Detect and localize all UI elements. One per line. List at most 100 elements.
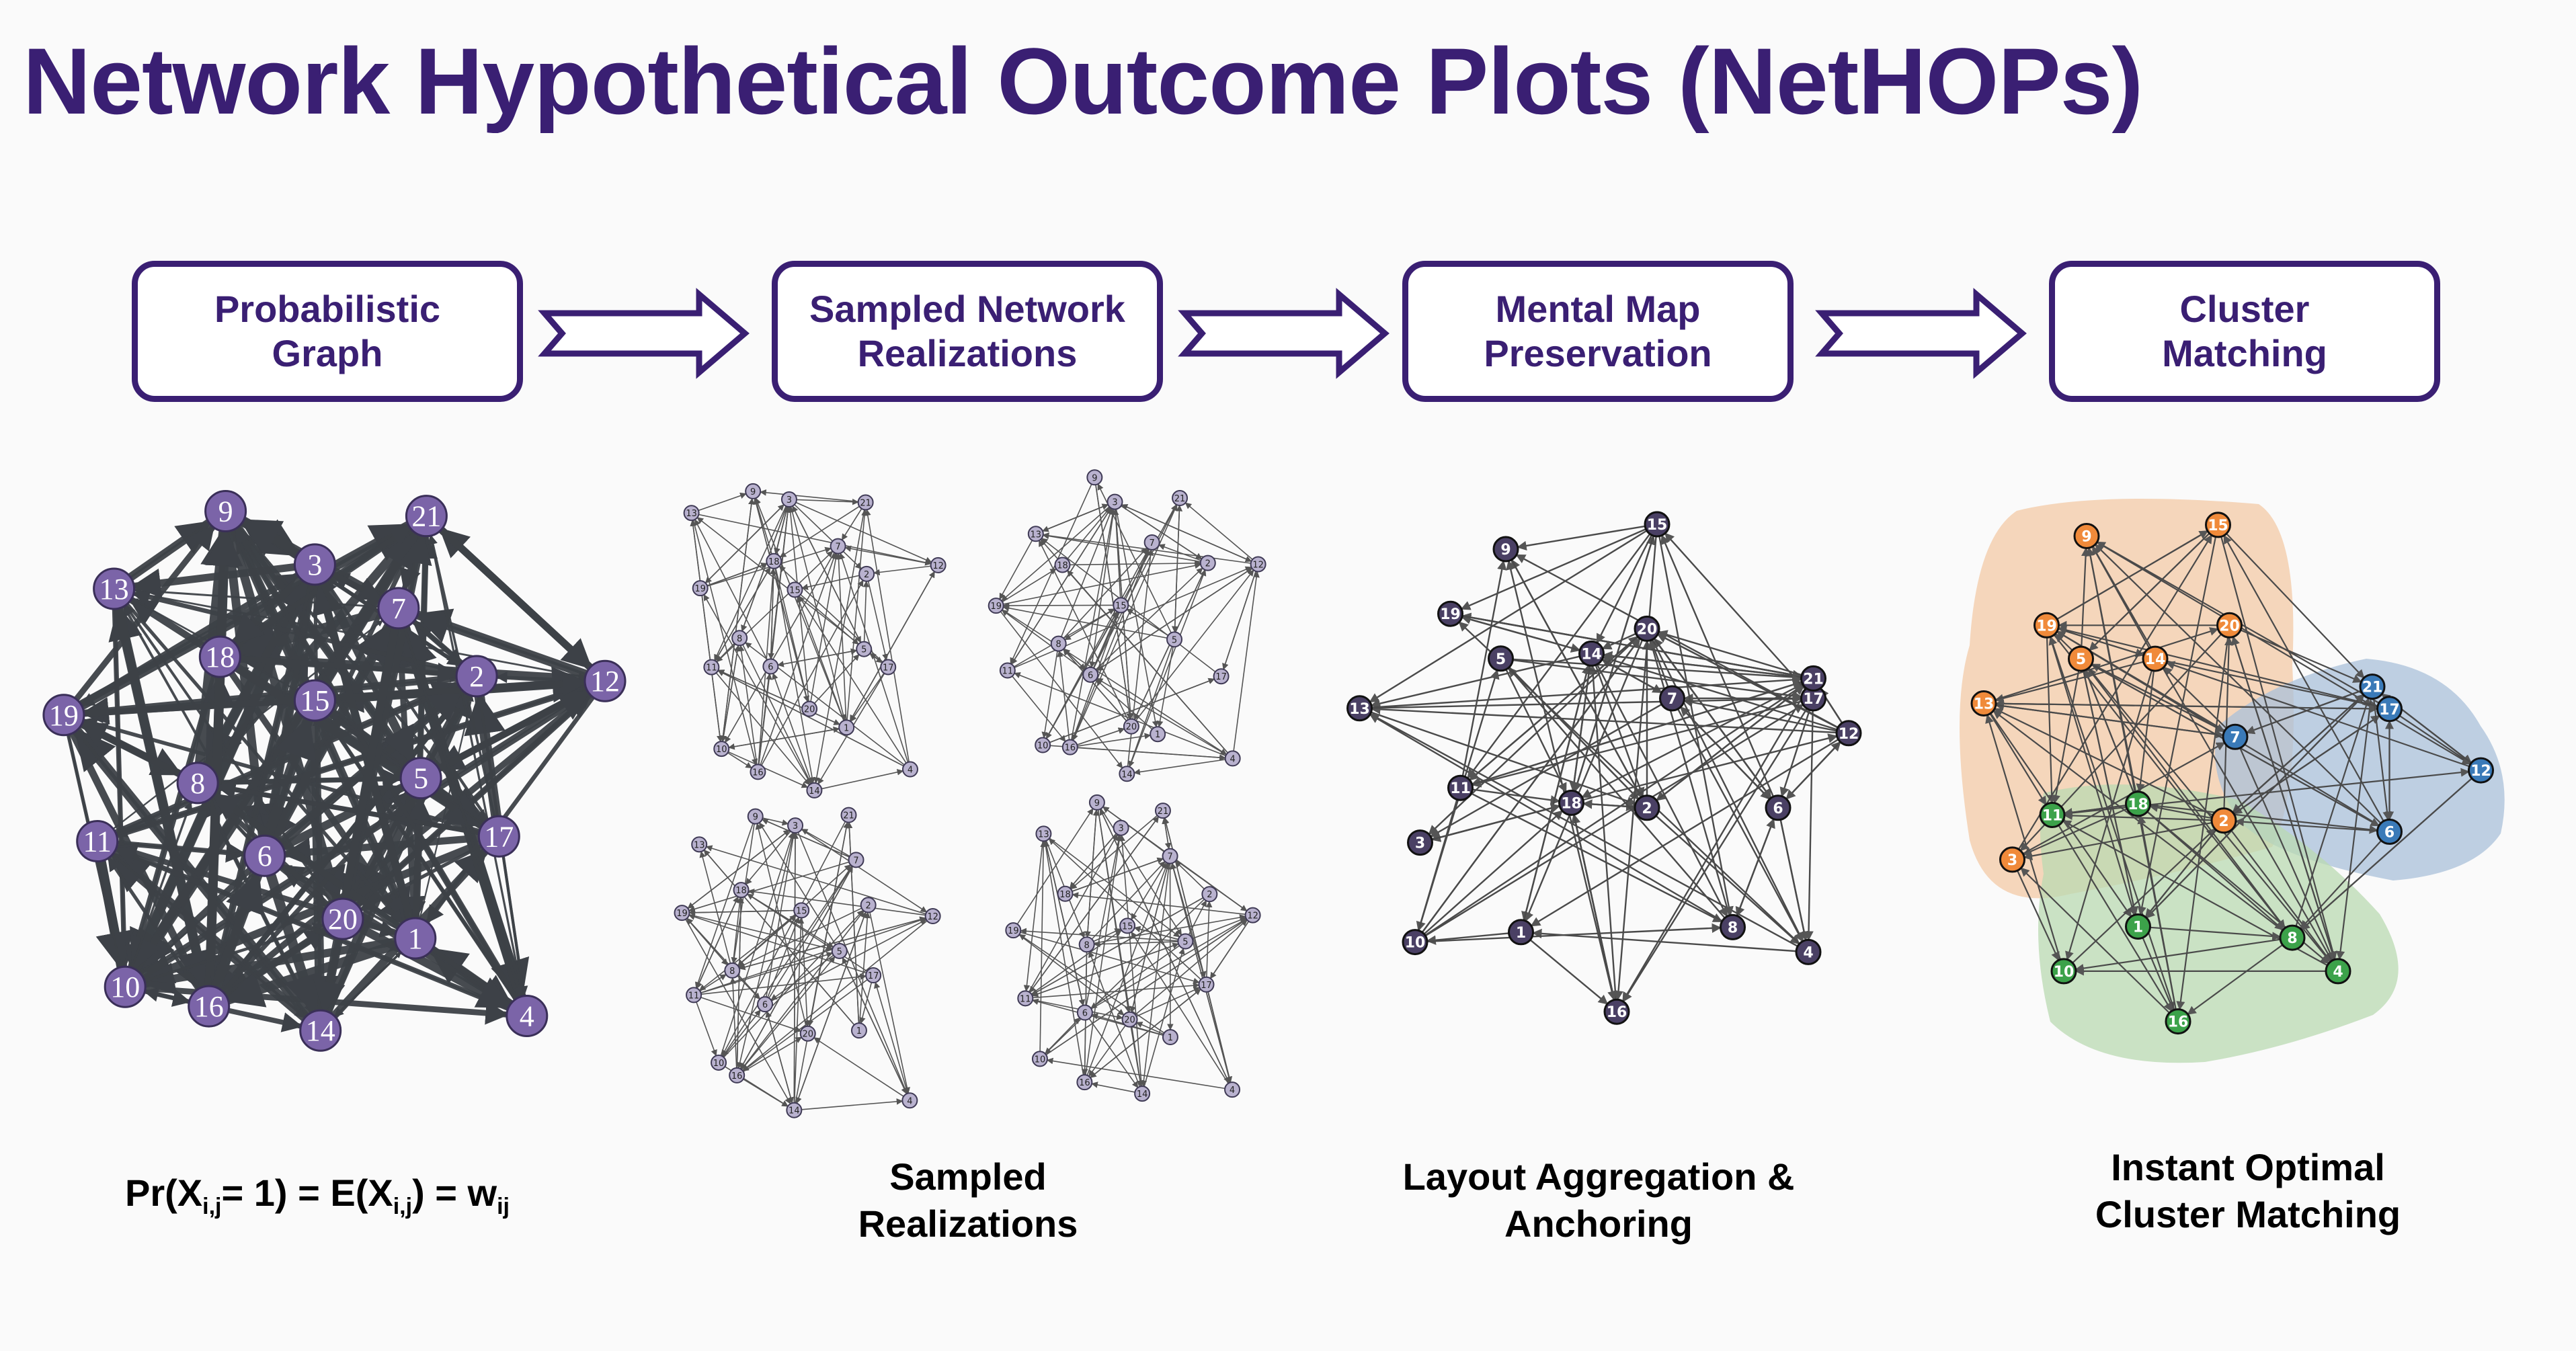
anchored-edge	[1648, 639, 1730, 916]
sampled-edge	[754, 497, 844, 721]
cluster-edge	[1989, 713, 2047, 806]
node-12	[1835, 720, 1862, 747]
sampled-edge	[694, 823, 754, 989]
node-2	[1201, 886, 1218, 903]
node-label-19: 19	[2036, 618, 2057, 634]
sampled-edge	[1045, 548, 1150, 739]
sampled-edge	[850, 673, 885, 723]
node-3	[1407, 829, 1433, 856]
anchored-edge	[1371, 704, 1837, 734]
node-18	[198, 635, 241, 678]
node-17	[1213, 668, 1230, 685]
sampled-edge	[737, 864, 852, 967]
node-4	[1224, 1081, 1241, 1098]
sampled-edge	[1090, 918, 1247, 1010]
anchored-edge	[1423, 810, 1564, 935]
caption-line: Realizations	[858, 1202, 1078, 1245]
node-label-3: 3	[307, 548, 322, 581]
sampled-edge	[790, 506, 847, 721]
node-9	[2073, 523, 2100, 549]
node-label-3: 3	[1118, 824, 1123, 834]
node-label-16: 16	[1065, 743, 1076, 753]
node-label-14: 14	[789, 1106, 800, 1116]
sampled-edge	[721, 821, 846, 1057]
anchored-edge	[1582, 799, 1636, 809]
node-7	[830, 538, 846, 555]
node-11	[1447, 774, 1474, 801]
cluster-edge	[2136, 670, 2155, 793]
node-15	[1113, 597, 1129, 614]
sampled-edge	[768, 568, 774, 660]
formula-subscript: i,j	[202, 1194, 222, 1219]
cluster-edge	[2083, 670, 2138, 916]
node-8	[1720, 913, 1746, 940]
node-12	[1244, 907, 1261, 924]
anchored-edge	[1458, 621, 1800, 944]
sampled-edge	[1121, 505, 1203, 560]
node-4	[1224, 750, 1241, 767]
node-label-14: 14	[1121, 770, 1133, 780]
anchored-edge	[1596, 663, 1728, 917]
node-label-13: 13	[686, 509, 697, 519]
anchored-edge	[1371, 711, 1637, 806]
sampled-edge	[795, 821, 850, 1104]
node-15	[2205, 511, 2231, 538]
node-label-9: 9	[1094, 799, 1100, 809]
anchored-edge	[1683, 697, 1837, 732]
weighted-edge	[239, 655, 459, 684]
node-3	[1106, 493, 1123, 510]
sampled-edge	[766, 832, 797, 997]
sampled-edge	[821, 769, 904, 790]
node-label-3: 3	[787, 495, 792, 505]
node-label-6: 6	[2384, 824, 2394, 841]
sampled-edge	[1003, 562, 1201, 605]
node-15	[1644, 511, 1671, 538]
node-label-4: 4	[907, 1096, 912, 1106]
node-label-10: 10	[713, 1059, 725, 1069]
sampled-edge	[835, 552, 847, 721]
sampled-edge	[741, 920, 928, 1071]
weighted-edge	[227, 529, 346, 903]
sampled-edge	[771, 919, 927, 1001]
sampled-edge	[732, 897, 743, 964]
node-label-10: 10	[1037, 741, 1049, 751]
cluster-edge	[2137, 536, 2217, 916]
sampled-edge	[1020, 928, 1178, 942]
sampled-edge	[813, 1037, 904, 1097]
node-1	[1508, 919, 1534, 946]
node-19	[692, 580, 709, 597]
node-label-5: 5	[2076, 651, 2086, 668]
node-4	[506, 995, 549, 1038]
node-16	[1603, 998, 1630, 1025]
sampled-edge	[1088, 950, 1141, 1088]
node-label-8: 8	[737, 634, 742, 644]
anchored-edge	[1779, 819, 1809, 942]
sampled-edge	[1042, 503, 1109, 532]
node-label-13: 13	[1038, 829, 1049, 840]
sampled-edge	[1033, 982, 1200, 999]
node-label-19: 19	[1008, 926, 1019, 936]
sampled-edge	[1188, 900, 1207, 936]
sampled-edge	[705, 845, 926, 915]
sampled-edge	[792, 832, 799, 1103]
weighted-edge	[266, 873, 323, 1016]
node-label-14: 14	[2145, 651, 2166, 668]
weighted-edge	[130, 522, 210, 579]
cluster-edge	[2058, 628, 2145, 657]
sampled-edge	[1090, 945, 1180, 1009]
sampled-edge	[774, 506, 789, 555]
sampled-edge	[728, 728, 840, 750]
cluster-edge	[2148, 803, 2212, 819]
node-10	[104, 965, 147, 1008]
node-label-12: 12	[932, 561, 944, 571]
sampled-edge	[742, 644, 812, 784]
sampled-edge	[696, 896, 739, 989]
sampled-edge	[1135, 919, 1248, 1016]
node-14	[2142, 645, 2169, 672]
node-label-7: 7	[1167, 852, 1172, 862]
node-20	[799, 1025, 816, 1042]
sampled-edge	[698, 514, 932, 566]
node-7	[377, 587, 420, 630]
sampled-edge	[1088, 1018, 1139, 1088]
weighted-edge	[212, 792, 401, 930]
